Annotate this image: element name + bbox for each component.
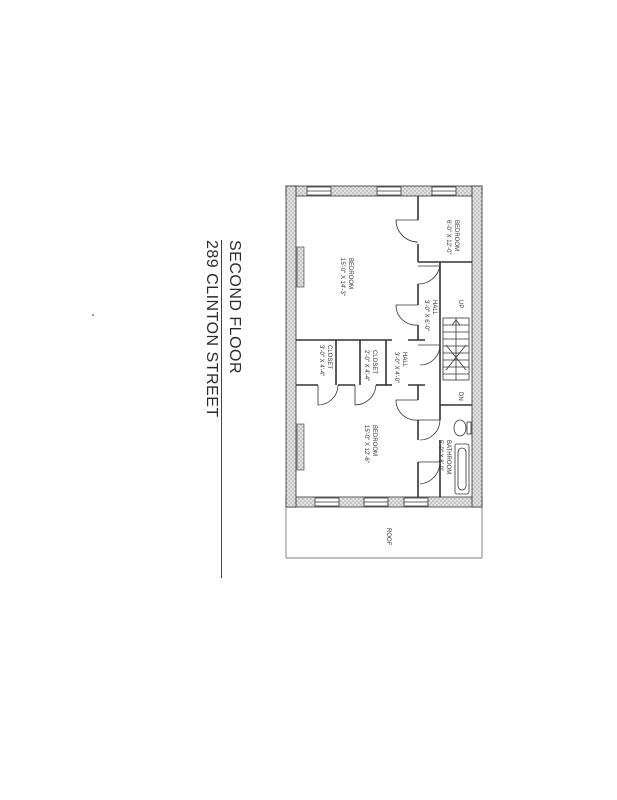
wall-right — [471, 185, 483, 508]
bathroom-fixtures — [453, 419, 472, 495]
fireplace — [296, 246, 305, 288]
door-swing — [418, 461, 441, 485]
door-swing — [395, 399, 419, 421]
interior-walls — [296, 196, 472, 497]
drawing-title: SECOND FLOOR — [226, 240, 243, 375]
stair-up-label: UP — [457, 300, 463, 309]
fireplaces — [296, 246, 305, 471]
stair-down-label: DN — [457, 392, 463, 401]
door-swing — [354, 384, 377, 406]
doors — [317, 219, 441, 485]
fireplace — [296, 423, 305, 471]
door-swing — [395, 219, 419, 243]
wall-left — [285, 185, 297, 508]
door-swing — [395, 304, 419, 326]
drawing-address: 289 CLINTON STREET — [203, 240, 220, 418]
windows-bottom — [314, 497, 429, 507]
door-swing — [418, 419, 441, 441]
title-underline — [221, 240, 222, 578]
bathtub — [454, 443, 470, 495]
door-swing — [317, 384, 339, 406]
windows-top — [306, 186, 457, 196]
scan-speck — [92, 314, 94, 316]
roof-area — [285, 507, 483, 559]
door-swing — [417, 265, 441, 285]
door-swing — [418, 344, 441, 366]
toilet — [453, 419, 467, 437]
roof-label: ROOF — [385, 528, 391, 546]
stairs — [442, 317, 470, 381]
